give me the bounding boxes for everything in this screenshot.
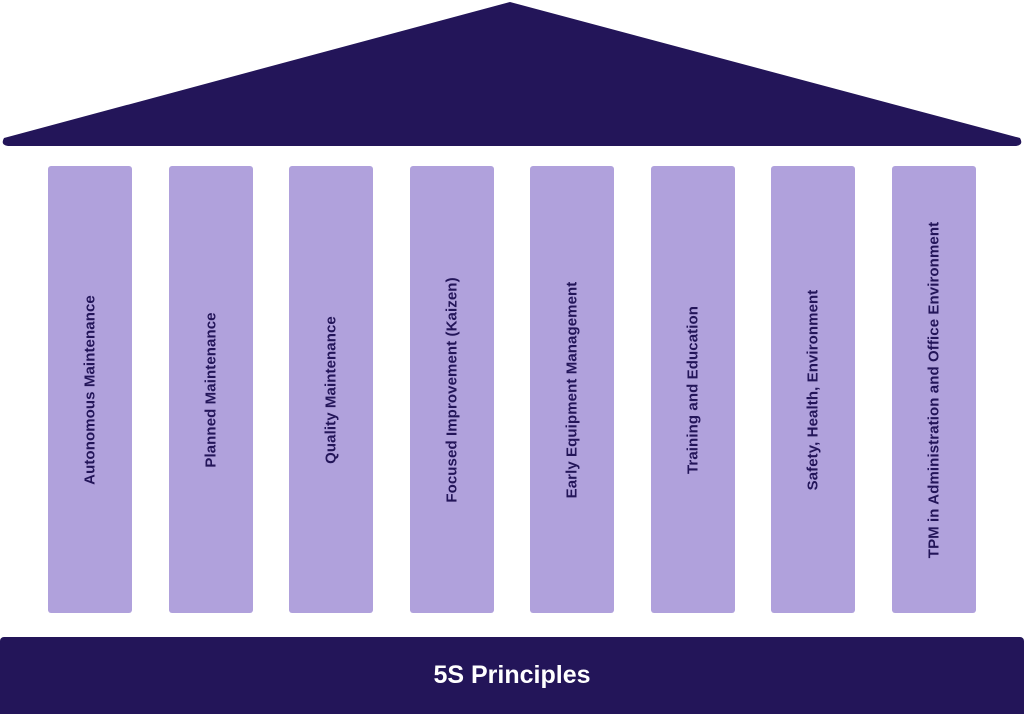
roof-shape (2, 2, 1022, 146)
pillar-planned-maintenance: Planned Maintenance (169, 166, 253, 613)
foundation-base: 5S Principles (0, 637, 1024, 714)
base-label: 5S Principles (433, 661, 591, 689)
pillar-safety-health-environment: Safety, Health, Environment (771, 166, 855, 613)
roof (2, 2, 1022, 146)
pillar-focused-improvement: Focused Improvement (Kaizen) (410, 166, 494, 613)
pillar-autonomous-maintenance: Autonomous Maintenance (48, 166, 132, 613)
pillar-tpm-administration: TPM in Administration and Office Environ… (892, 166, 976, 613)
pillar-label: TPM in Administration and Office Environ… (925, 221, 943, 558)
pillar-quality-maintenance: Quality Maintenance (289, 166, 373, 613)
pillar-label: Quality Maintenance (322, 315, 340, 464)
pillar-label: Autonomous Maintenance (81, 294, 99, 485)
pillar-label: Safety, Health, Environment (804, 289, 822, 490)
pillar-label: Training and Education (684, 305, 702, 474)
pillar-label: Early Equipment Management (563, 281, 581, 498)
pillar-training-and-education: Training and Education (651, 166, 735, 613)
pillar-label: Planned Maintenance (202, 311, 220, 468)
pillar-early-equipment-management: Early Equipment Management (530, 166, 614, 613)
pillar-label: Focused Improvement (Kaizen) (443, 276, 461, 503)
